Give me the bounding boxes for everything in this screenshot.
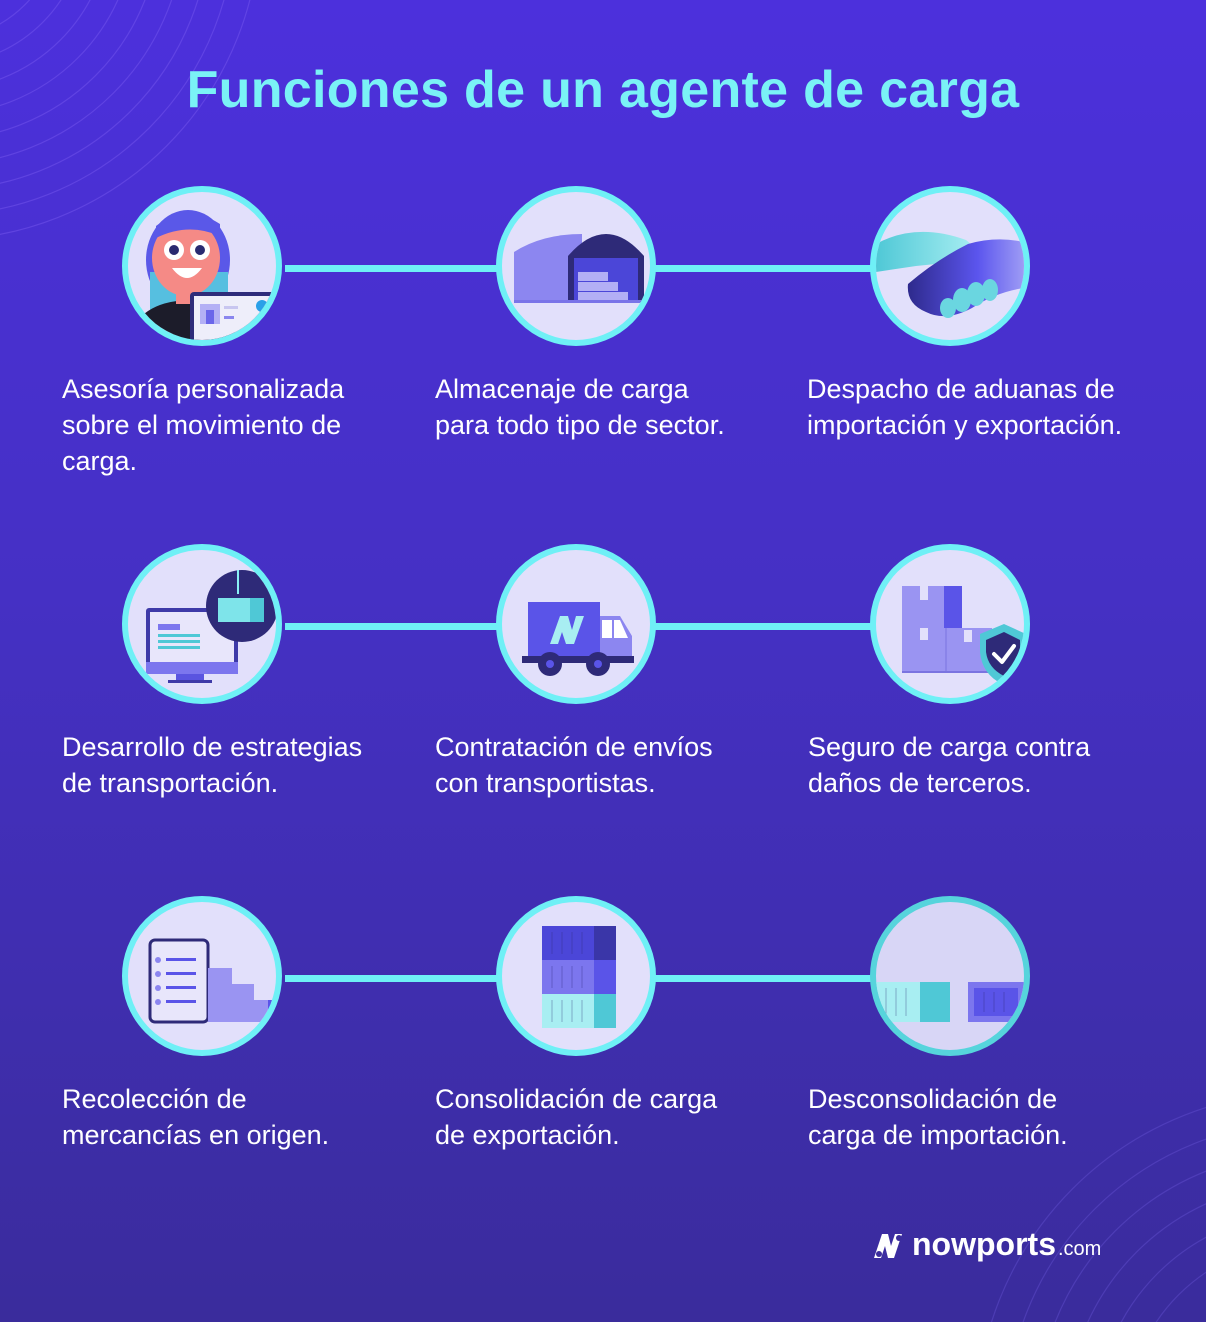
nowports-brand: nowports .com	[872, 1226, 1101, 1263]
warehouse-node	[496, 186, 656, 346]
boxes-shield-icon	[902, 586, 1024, 684]
handshake-node	[870, 186, 1030, 346]
advisor-node	[122, 186, 282, 346]
truck-node	[496, 544, 656, 704]
brand-name: nowports	[912, 1226, 1056, 1262]
function-label-desarrollo: Desarrollo de estrategias de transportac…	[62, 732, 363, 798]
function-label-asesoria: Asesoría personalizada sobre el movimien…	[62, 374, 345, 476]
separated-containers-icon	[876, 982, 1024, 1022]
nowports-logo-icon	[874, 1233, 902, 1258]
function-label-consolidacion: Consolidación de carga de exportación.	[435, 1084, 718, 1150]
function-label-despacho: Despacho de aduanas de importación y exp…	[807, 374, 1123, 440]
stacked-containers-icon	[542, 926, 616, 1028]
checklist-boxes-icon	[148, 938, 272, 1024]
function-label-contratacion: Contratación de envíos con transportista…	[435, 732, 713, 798]
handshake-icon	[876, 231, 1024, 318]
function-label-almacenaje: Almacenaje de carga para todo tipo de se…	[435, 374, 725, 440]
page-title: Funciones de un agente de carga	[186, 61, 1020, 119]
consolidation-node	[496, 896, 656, 1056]
advisor-with-laptop-icon	[128, 210, 276, 340]
strategy-node	[122, 544, 282, 704]
function-label-recoleccion: Recolección de mercancías en origen.	[62, 1084, 330, 1150]
collection-node	[122, 896, 282, 1056]
brand-tld: .com	[1057, 1238, 1102, 1260]
delivery-truck-icon	[522, 602, 634, 676]
warehouse-icon	[514, 234, 644, 303]
insurance-node	[870, 544, 1030, 704]
monitor-container-icon	[146, 570, 276, 683]
function-label-seguro: Seguro de carga contra daños de terceros…	[808, 732, 1091, 798]
function-label-desconsolidacion: Desconsolidación de carga de importación…	[808, 1084, 1068, 1150]
deconsolidation-node	[870, 896, 1030, 1056]
